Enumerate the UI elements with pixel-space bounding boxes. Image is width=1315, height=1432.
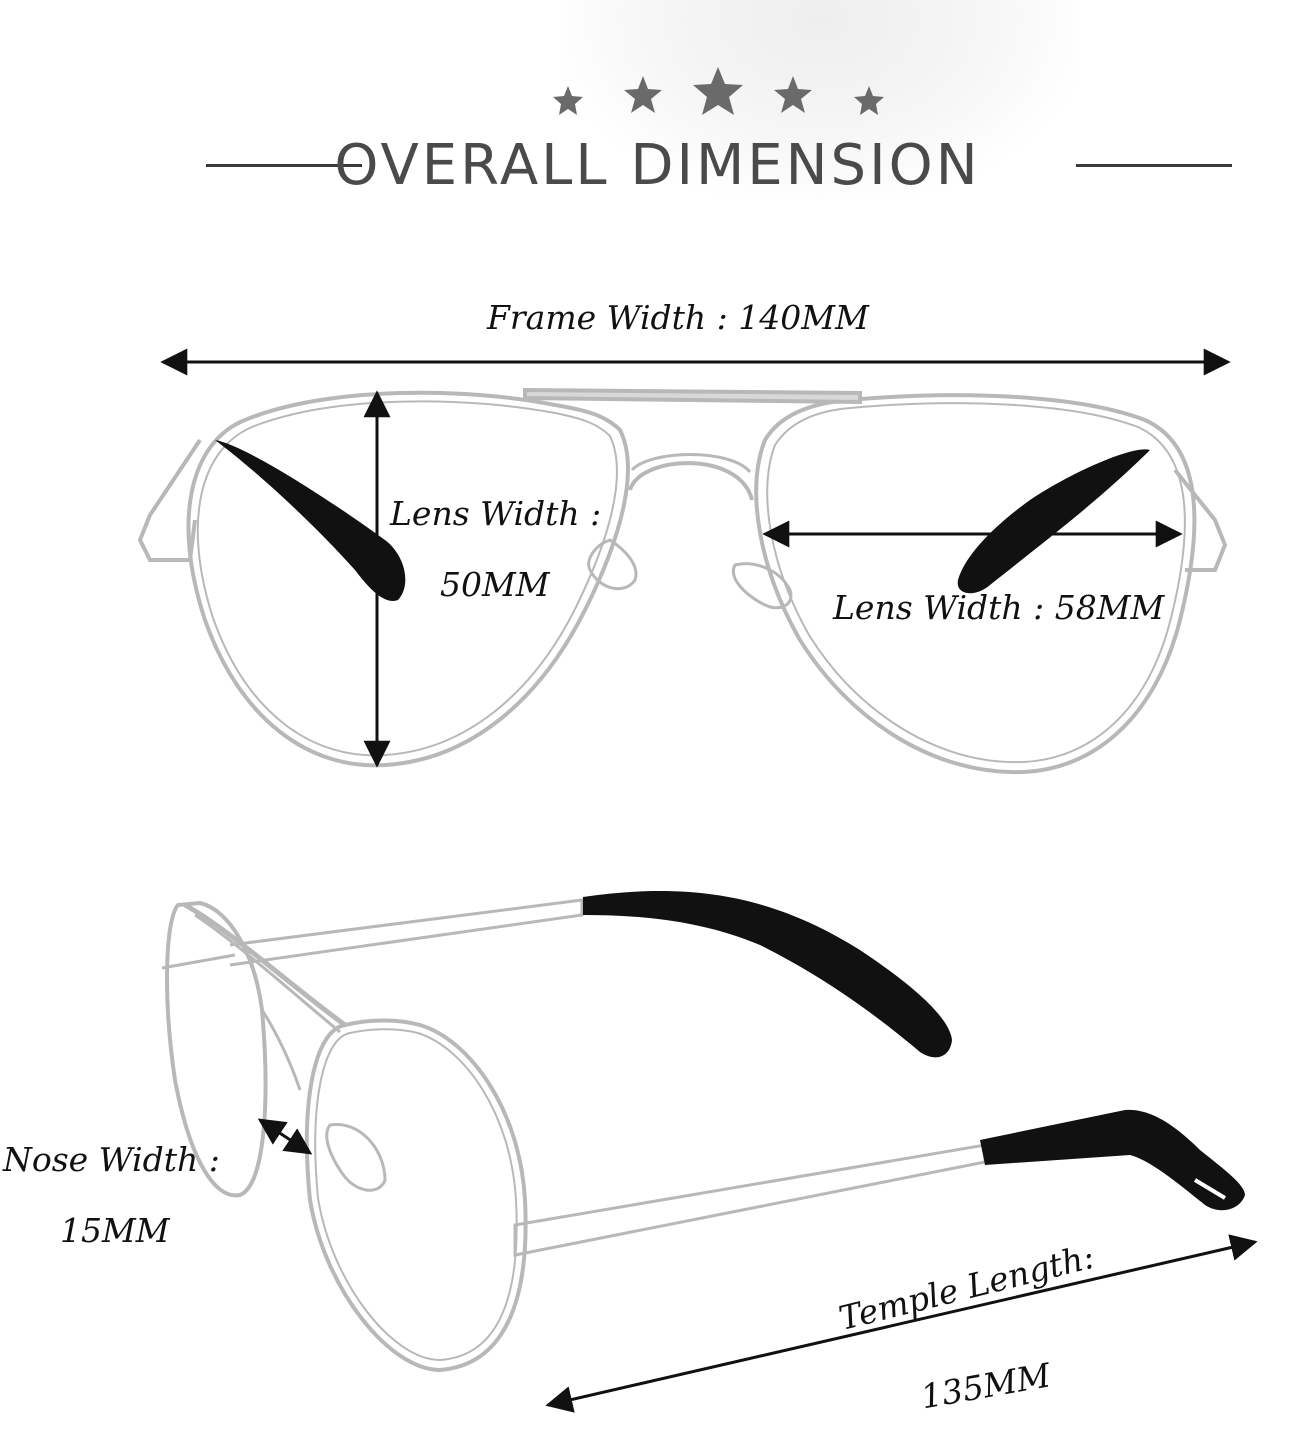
star-icon <box>774 76 812 113</box>
left-lens-rim <box>186 390 630 768</box>
title-rule-right <box>1076 164 1232 167</box>
near-lens-rim <box>304 1018 528 1373</box>
top-bar <box>523 387 862 405</box>
right-hinge <box>1173 468 1228 572</box>
lens-width-label: Lens Width : 58MM <box>833 588 1165 627</box>
lens-height-label-line1: Lens Width : <box>390 494 602 533</box>
temple-length-arrow <box>545 1234 1258 1413</box>
far-lens-rim <box>165 900 268 1198</box>
far-temple-arm <box>229 898 584 967</box>
far-temple-tip <box>583 891 952 1058</box>
bridge <box>628 461 754 501</box>
star-icon <box>854 86 884 115</box>
glasses-front-view <box>137 387 1228 775</box>
frame-width-label: Frame Width : 140MM <box>487 298 869 337</box>
side-nose-pad <box>325 1123 387 1192</box>
right-nose-pad <box>731 562 793 610</box>
left-hinge <box>137 438 202 562</box>
left-nose-pad <box>587 538 638 591</box>
title-rule-left <box>206 164 362 167</box>
star-icon <box>553 86 583 115</box>
page-title: OVERALL DIMENSION <box>334 133 981 198</box>
right-temple-tip <box>957 449 1150 594</box>
right-lens-rim <box>754 393 1197 775</box>
nose-width-label-line1: Nose Width : <box>3 1140 220 1179</box>
near-temple-arm <box>513 1143 987 1257</box>
lens-height-label-line2: 50MM <box>440 565 550 604</box>
left-temple-tip <box>215 440 406 601</box>
star-icon <box>624 76 662 113</box>
near-temple-tip <box>980 1109 1245 1211</box>
nose-width-label-line2: 15MM <box>60 1211 170 1250</box>
nose-width-arrow <box>257 1118 313 1155</box>
rating-stars <box>553 67 884 115</box>
star-icon <box>693 67 743 115</box>
